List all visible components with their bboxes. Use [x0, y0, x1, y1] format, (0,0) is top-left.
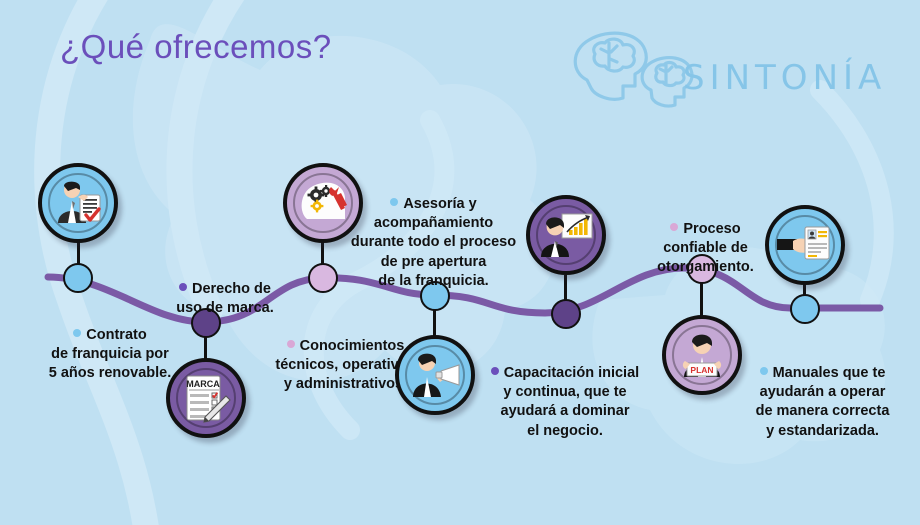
brand-logo-icon [573, 31, 694, 108]
bullet-capacitacion [490, 367, 499, 376]
callout-otorgamiento: Proceso confiable de otorgamiento. [628, 201, 783, 278]
bullet-otorgamiento [670, 223, 679, 232]
marca-doc-label: MARCA [186, 379, 220, 389]
badge-capacitacion[interactable] [526, 195, 606, 275]
man-with-megaphone-icon [413, 353, 460, 397]
stem-otorgamiento [700, 273, 703, 325]
callout-text-marca: Derecho de uso de marca. [176, 281, 274, 317]
node-asesoria[interactable] [420, 281, 450, 311]
badge-inner-ring [672, 325, 732, 385]
callout-asesoria: Asesoría y acompañamiento durante todo e… [336, 176, 531, 291]
badge-inner-ring [536, 205, 596, 265]
node-contrato[interactable] [63, 263, 93, 293]
badge-conocimientos[interactable] [283, 163, 363, 243]
stem-conocimientos [321, 230, 324, 278]
callout-marca: Derecho de uso de marca. [150, 261, 300, 318]
node-marca[interactable] [191, 308, 221, 338]
node-capacitacion[interactable] [551, 299, 581, 329]
stem-contrato [77, 230, 80, 280]
badge-asesoria[interactable] [395, 335, 475, 415]
man-holding-plan-sign-icon: PLAN [682, 334, 722, 377]
badge-inner-ring [775, 215, 835, 275]
bullet-manuales [759, 367, 768, 376]
callout-text-contrato: Contrato de franquicia por 5 años renova… [48, 327, 172, 382]
callout-capacitacion: Capacitación inicial y continua, que te … [480, 345, 650, 441]
badge-otorgamiento[interactable]: PLAN [662, 315, 742, 395]
hand-holding-manual-document-icon [777, 226, 830, 260]
bullet-conocimientos [286, 340, 295, 349]
node-conocimientos[interactable] [308, 263, 338, 293]
callout-text-conocimientos: Conocimientos técnicos, operativos y adm… [275, 338, 416, 393]
callout-text-asesoria: Asesoría y acompañamiento durante todo e… [350, 196, 517, 289]
callout-text-manuales: Manuales que te ayudarán a operar de man… [755, 365, 890, 439]
bullet-asesoria [390, 198, 399, 207]
badge-inner-ring [405, 345, 465, 405]
callout-contrato: Contrato de franquicia por 5 años renova… [20, 307, 200, 384]
marca-document-with-pen-icon: MARCA [186, 375, 231, 423]
badge-manuales[interactable] [765, 205, 845, 285]
bullet-contrato [73, 329, 82, 338]
badge-inner-ring [48, 173, 108, 233]
stem-asesoria [433, 300, 436, 346]
plan-sign-label: PLAN [690, 365, 713, 375]
node-otorgamiento[interactable] [687, 254, 717, 284]
badge-inner-ring [293, 173, 353, 233]
businessman-with-contract-checklist-icon [58, 181, 101, 223]
stem-capacitacion [564, 275, 567, 317]
callout-manuales: Manuales que te ayudarán a operar de man… [730, 345, 915, 441]
head-with-gears-and-wrench-icon [301, 182, 347, 219]
stem-marca [204, 325, 207, 370]
callout-text-capacitacion: Capacitación inicial y continua, que te … [500, 365, 640, 439]
badge-contrato[interactable] [38, 163, 118, 243]
page-title: ¿Qué ofrecemos? [60, 28, 332, 65]
businessman-with-growth-chart-icon [541, 213, 593, 257]
node-manuales[interactable] [790, 294, 820, 324]
callout-text-otorgamiento: Proceso confiable de otorgamiento. [657, 221, 754, 276]
badge-inner-ring [176, 368, 236, 428]
brand-wordmark: SINTONÍA [683, 58, 887, 98]
bullet-marca [179, 283, 187, 292]
badge-marca[interactable]: MARCA [166, 358, 246, 438]
